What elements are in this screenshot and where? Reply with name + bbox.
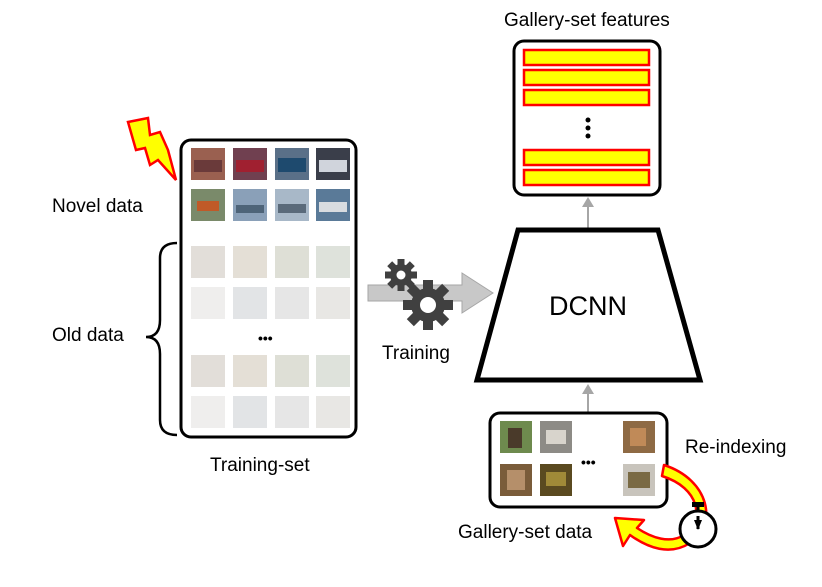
arrow-to-features — [582, 197, 594, 228]
gallery-features-label: Gallery-set features — [504, 10, 670, 31]
training-set-box — [179, 138, 358, 439]
gallery-features-box — [512, 39, 662, 197]
re-indexing-label: Re-indexing — [685, 437, 787, 458]
feature-bar — [522, 168, 651, 187]
training-label: Training — [382, 343, 450, 364]
feature-bar — [522, 148, 651, 167]
feature-bar — [522, 88, 651, 107]
gallery-data-box — [488, 411, 669, 509]
gallery-data-label: Gallery-set data — [458, 522, 593, 543]
dcnn-label: DCNN — [549, 291, 627, 321]
training-ellipsis: ••• — [258, 330, 273, 346]
old-data-brace — [145, 241, 178, 437]
stopwatch-icon — [678, 502, 718, 549]
old-data-thumbnails — [191, 246, 350, 428]
arrow-to-dcnn — [582, 384, 594, 412]
lightning-icon — [126, 116, 178, 181]
feature-bar — [522, 68, 651, 87]
gears-icon — [385, 259, 453, 330]
gallery-ellipsis: ••• — [581, 454, 596, 470]
dcnn-block — [473, 227, 704, 383]
old-data-label: Old data — [52, 325, 124, 346]
training-set-label: Training-set — [210, 455, 310, 476]
feature-bar — [522, 48, 651, 67]
novel-data-label: Novel data — [52, 196, 143, 217]
